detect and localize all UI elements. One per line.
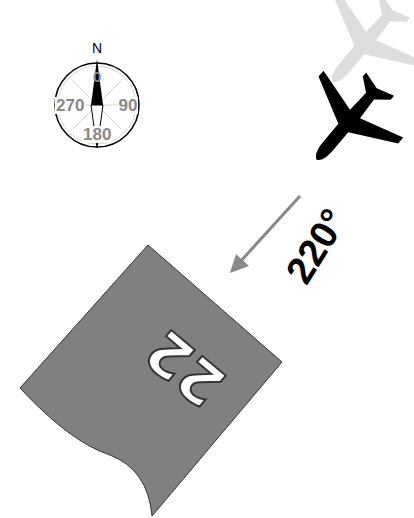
needle-north — [91, 59, 103, 105]
compass: N 0 90 180 270 — [45, 30, 150, 150]
heading-number: 90 — [118, 97, 139, 114]
heading-number: 180 — [82, 126, 112, 143]
runway: 22 — [0, 230, 300, 518]
heading-number: 0 — [93, 69, 101, 84]
arrow-head — [230, 254, 249, 273]
ghost-airplane — [293, 0, 414, 115]
north-letter: N — [92, 41, 102, 55]
runway-surface — [20, 245, 282, 516]
airplane — [277, 51, 414, 194]
heading-number: 270 — [55, 97, 85, 114]
heading-label: 220° — [279, 203, 353, 290]
compass-ring — [55, 63, 139, 147]
